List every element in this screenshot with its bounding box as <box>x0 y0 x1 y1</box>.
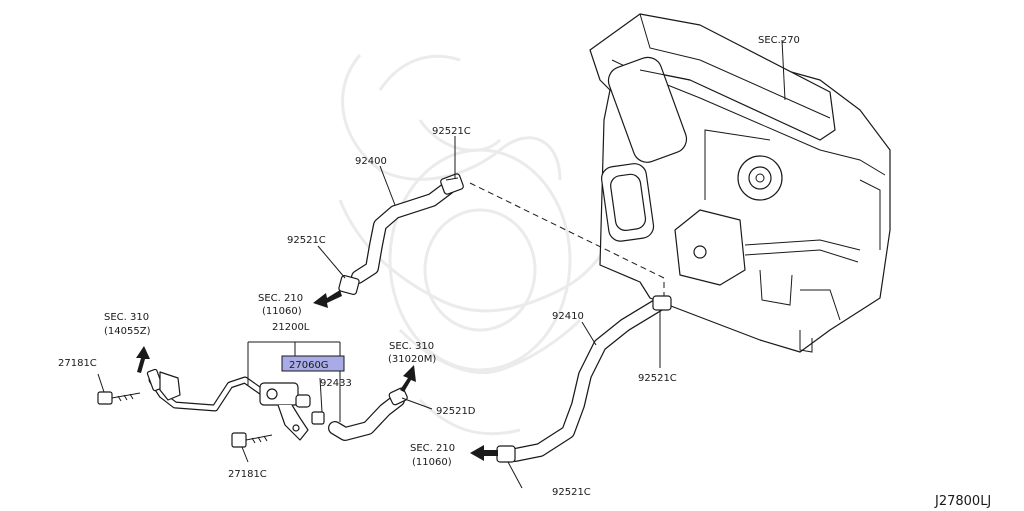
clip-92521c-bottom <box>496 445 516 463</box>
label-sec210-lower-ref: (11060) <box>412 457 452 468</box>
dashed-reference-line <box>469 182 665 300</box>
heater-unit <box>589 13 891 353</box>
label-sec310-left[interactable]: SEC. 310 <box>104 312 149 323</box>
arrow-sec310-mid <box>400 365 416 392</box>
label-92521c-right[interactable]: 92521C <box>638 373 677 384</box>
label-27181c-left[interactable]: 27181C <box>58 358 97 369</box>
label-92521d[interactable]: 92521D <box>436 406 476 417</box>
label-27060g[interactable]: 27060G <box>289 360 329 371</box>
leader-lines <box>97 39 786 489</box>
clip-92521c-left <box>338 275 360 295</box>
clip-92521c-right <box>652 295 672 311</box>
hose-92400 <box>351 181 455 284</box>
label-92521c-top[interactable]: 92521C <box>432 126 471 137</box>
highlight-27060g <box>281 355 345 372</box>
clip-92521c-top <box>440 173 464 195</box>
arrow-sec210-upper <box>313 290 342 308</box>
label-21200l[interactable]: 21200L <box>272 322 310 333</box>
clip-92521d <box>388 387 408 406</box>
arrow-sec210-lower <box>470 445 498 461</box>
label-92521c-bottom[interactable]: 92521C <box>552 487 591 498</box>
bolt-27181c-left <box>97 391 141 405</box>
diagram-code: J27800LJ <box>934 494 991 509</box>
hose-92433 <box>328 393 405 441</box>
label-92433[interactable]: 92433 <box>320 378 352 389</box>
label-27181c-bottom[interactable]: 27181C <box>228 469 267 480</box>
bolt-27181c-bottom <box>231 432 273 448</box>
hose-92410 <box>508 298 665 462</box>
label-sec310-left-ref: (14055Z) <box>104 326 151 337</box>
water-pipe-21200l <box>146 368 325 441</box>
label-sec270[interactable]: SEC.270 <box>758 35 800 46</box>
label-sec210-upper-ref: (11060) <box>262 306 302 317</box>
label-sec310-mid[interactable]: SEC. 310 <box>389 341 434 352</box>
label-sec310-mid-ref: (31020M) <box>388 354 436 365</box>
label-sec210-upper[interactable]: SEC. 210 <box>258 293 303 304</box>
label-92410[interactable]: 92410 <box>552 311 584 322</box>
label-92521c-left[interactable]: 92521C <box>287 235 326 246</box>
label-92400[interactable]: 92400 <box>355 156 387 167</box>
label-sec210-lower[interactable]: SEC. 210 <box>410 443 455 454</box>
arrow-sec310-left <box>136 346 150 373</box>
